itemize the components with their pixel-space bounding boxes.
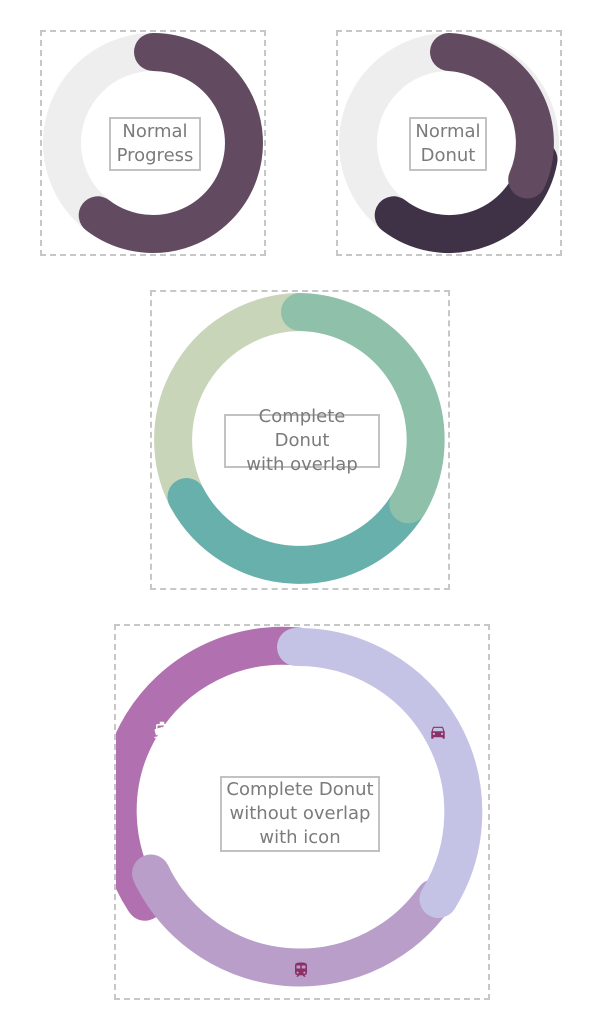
ship-icon-glyph — [154, 721, 170, 739]
normal-donut-card: Normal Donut — [336, 30, 562, 256]
complete-donut-overlap-chart — [154, 293, 445, 584]
complete-donut-overlap-label: Complete Donut with overlap — [224, 406, 380, 475]
normal-donut-chart — [339, 33, 559, 253]
train-icon — [292, 961, 310, 979]
donut-segment-1 — [430, 33, 554, 199]
normal-progress-label: Normal Progress — [109, 117, 201, 171]
car-icon — [429, 723, 447, 741]
complete-donut-overlap-card: Complete Donut with overlap — [150, 290, 450, 590]
normal-progress-card: Normal Progress — [40, 30, 266, 256]
normal-donut-label: Normal Donut — [409, 117, 487, 171]
complete-donut-icon-card: Complete Donut without overlap with icon — [114, 624, 490, 1000]
icon-segment-3 — [116, 626, 318, 921]
complete-donut-icon-label: Complete Donut without overlap with icon — [220, 776, 380, 852]
overlap-segment-3 — [154, 293, 319, 516]
overlap-segment-2 — [167, 478, 428, 584]
normal-progress-chart — [43, 33, 263, 253]
icon-segment-1 — [277, 627, 483, 918]
overlap-segment-1 — [281, 293, 445, 524]
icon-segment-2 — [132, 854, 454, 987]
car-icon-glyph — [431, 726, 445, 739]
progress-arc — [78, 33, 263, 253]
ship-icon — [153, 721, 171, 739]
train-icon-glyph — [295, 962, 307, 977]
complete-donut-icon-chart — [116, 626, 483, 987]
